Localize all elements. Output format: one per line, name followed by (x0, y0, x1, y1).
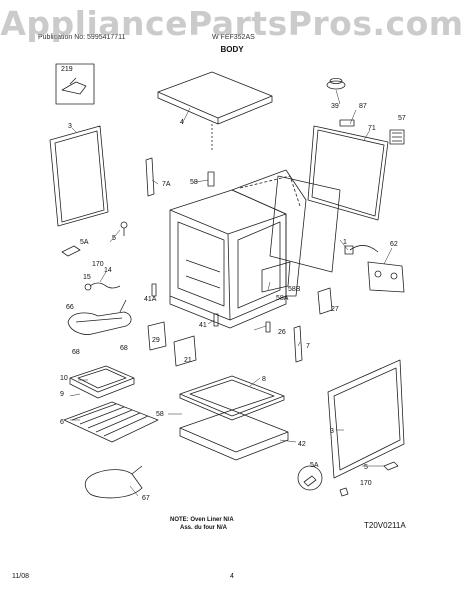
callout-14: 14 (104, 267, 112, 274)
callout-66: 66 (66, 304, 74, 311)
callout-4: 4 (180, 119, 184, 126)
storage-drawer (179, 375, 285, 421)
broil-pan (69, 365, 135, 399)
callout-21: 21 (184, 357, 192, 364)
lamp-27 (317, 287, 333, 315)
callout-27: 27 (331, 306, 339, 313)
callout-29: 29 (152, 337, 160, 344)
back-panel (307, 119, 389, 221)
side-panel-right (327, 359, 405, 479)
hinge-7 (293, 325, 303, 363)
callout-8: 8 (262, 376, 266, 383)
page-header: Publication No: 5995417711 W FEF352AS (0, 34, 464, 56)
drawer-panel-42 (179, 409, 289, 461)
callout-87: 87 (359, 103, 367, 110)
callout-42: 42 (298, 441, 306, 448)
callout-7a: 7A (162, 181, 171, 188)
callout-170-left: 170 (92, 261, 104, 268)
model-number: W FEF352AS (212, 34, 255, 41)
callout-6: 6 (60, 419, 64, 426)
terminal-block-57 (389, 129, 405, 145)
callout-5-left: 5 (112, 235, 116, 242)
insulation-blanket (231, 169, 307, 297)
callout-1: 1 (343, 239, 347, 246)
callout-57: 57 (398, 115, 406, 122)
callout-170-right: 170 (360, 480, 372, 487)
callout-3-right: 3 (330, 428, 334, 435)
callout-219: 219 (61, 66, 73, 73)
callout-5a-left: 5A (80, 239, 89, 246)
bake-element (67, 299, 132, 335)
callout-67: 67 (142, 495, 150, 502)
drawing-code: T20V0211A (364, 521, 406, 530)
side-panel-left (49, 125, 109, 227)
inset-box-219 (55, 63, 95, 105)
callout-58: 58 (190, 179, 198, 186)
callout-68-right: 68 (120, 345, 128, 352)
callout-9: 9 (60, 391, 64, 398)
callout-58b: 58B (288, 286, 301, 293)
top-panel (157, 71, 273, 150)
callout-5-right: 5 (364, 464, 368, 471)
callout-58a: 58A (276, 295, 289, 302)
callout-41: 41 (199, 322, 207, 329)
leader-lines (69, 89, 393, 497)
callout-26: 26 (278, 329, 286, 336)
part-29 (147, 321, 167, 351)
rear-inner-panel (269, 175, 341, 273)
callout-68-left: 68 (72, 349, 80, 356)
hinge-7a (145, 157, 155, 197)
broil-element (84, 465, 143, 499)
callout-10: 10 (60, 375, 68, 382)
oven-rack (63, 401, 159, 443)
oven-cavity (169, 189, 287, 329)
callout-41a: 41A (144, 296, 157, 303)
page-number: 4 (230, 573, 234, 580)
control-knob-39 (326, 78, 346, 90)
callout-39: 39 (331, 103, 339, 110)
control-board-62 (367, 261, 405, 293)
bracket-41a (151, 283, 157, 297)
foot-58 (207, 171, 215, 187)
page-title: BODY (220, 45, 244, 54)
note-line-2: Ass. du four N/A (180, 525, 228, 531)
callout-71: 71 (368, 125, 376, 132)
callout-7: 7 (306, 343, 310, 350)
wire-harness (344, 245, 379, 255)
footer-date: 11/08 (12, 573, 29, 580)
callout-5a-right: 5A (310, 462, 319, 469)
leveling-leg-5a-right (297, 461, 399, 497)
part-26 (265, 321, 271, 333)
note-line-1: NOTE: Oven Liner N/A (170, 517, 234, 523)
watermark: AppliancePartsPros.com (0, 4, 464, 43)
panel-58a (261, 261, 291, 293)
callout-3-left: 3 (68, 123, 72, 130)
sensor-15 (84, 282, 121, 291)
publication-number: Publication No: 5995417711 (38, 34, 126, 41)
part-21 (173, 335, 197, 367)
leveling-leg-5a (61, 221, 128, 257)
callout-58-drawer: 58 (156, 411, 164, 418)
callout-15: 15 (83, 274, 91, 281)
callout-62: 62 (390, 241, 398, 248)
bracket-41 (213, 313, 219, 327)
